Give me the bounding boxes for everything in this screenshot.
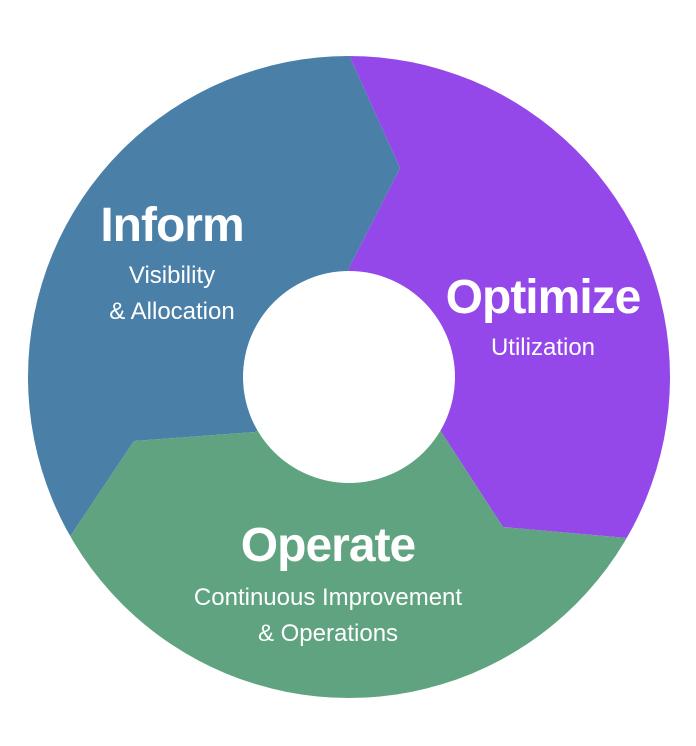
operate-subtitle-2: & Operations: [257, 620, 399, 647]
operate-title: Operate: [240, 519, 416, 572]
inform-subtitle-1: Visibility: [128, 262, 216, 289]
inform-subtitle-2: & Allocation: [109, 298, 235, 325]
inform-title: Inform: [100, 199, 244, 252]
operate-subtitle-1: Continuous Improvement: [193, 584, 463, 611]
center-hole: [243, 271, 455, 483]
optimize-subtitle: Utilization: [490, 334, 596, 361]
optimize-title: Optimize: [445, 271, 642, 324]
